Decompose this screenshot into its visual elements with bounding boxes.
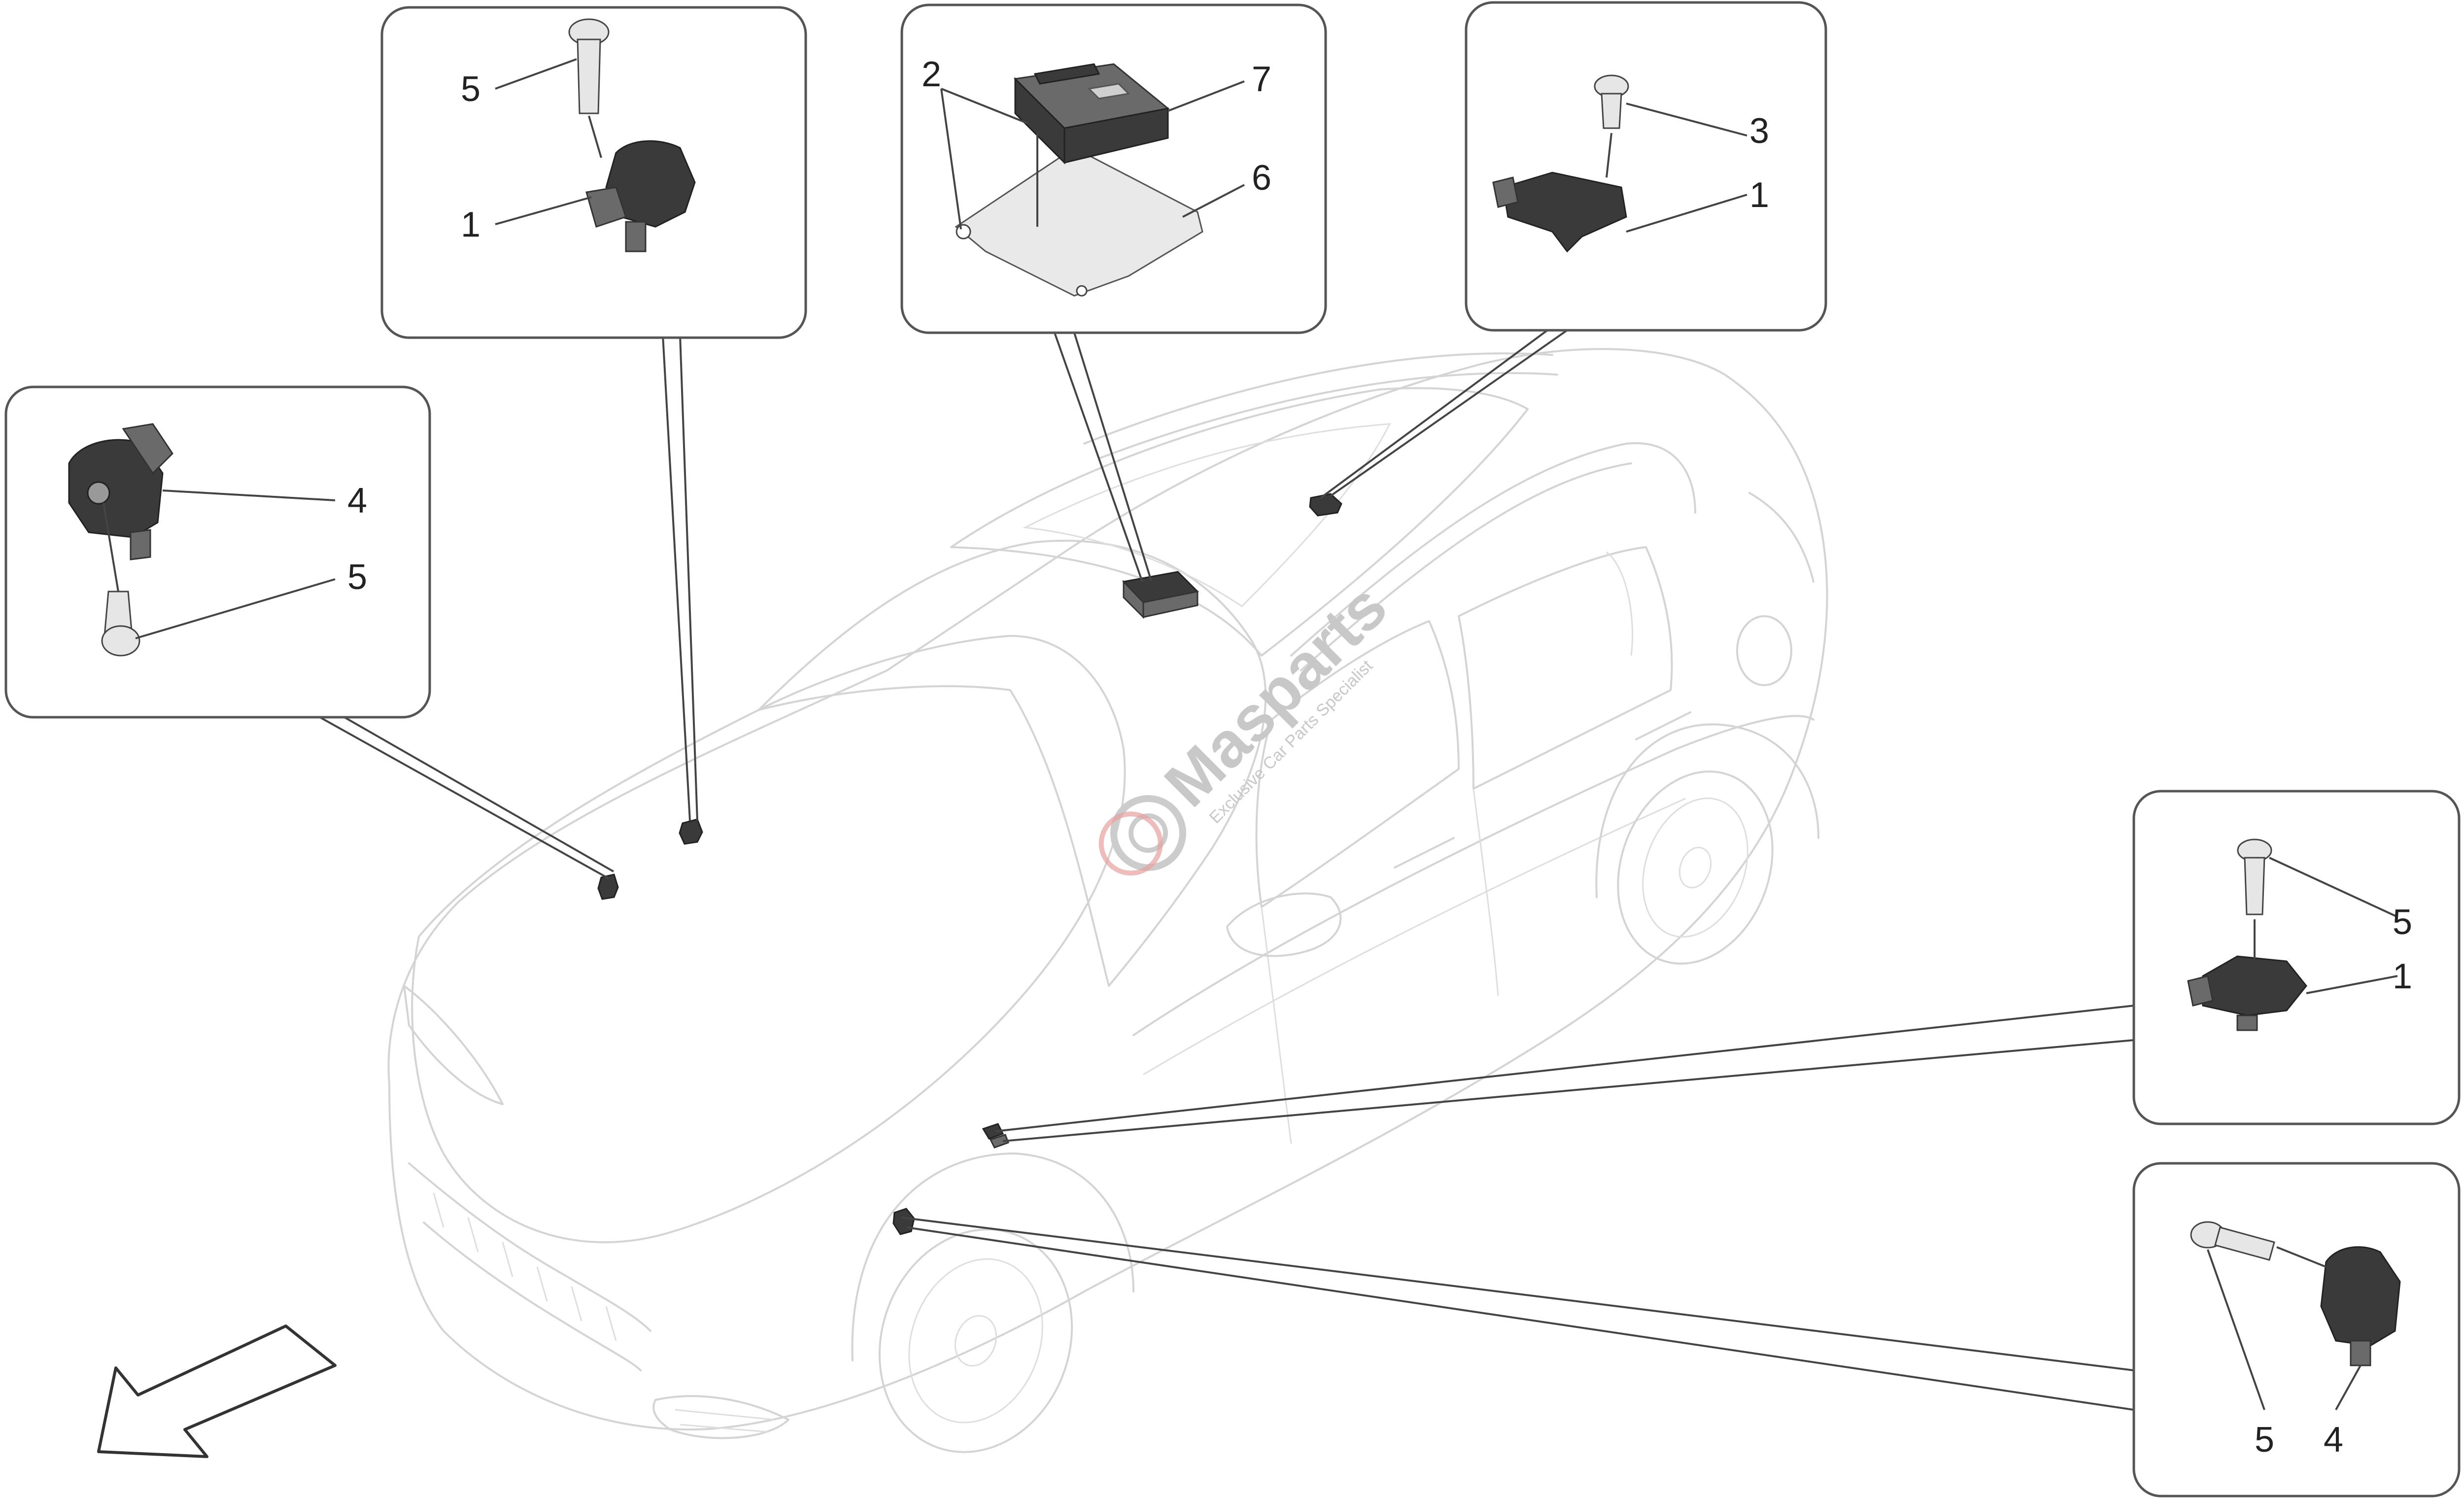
callout-label-5: 5	[2393, 903, 2412, 942]
callout-label-1: 1	[1749, 175, 1769, 215]
callout-box-front-left: 4 5	[4, 385, 431, 719]
callout-box-top-left: 5 1	[380, 6, 807, 339]
sensor-part-1	[585, 140, 696, 252]
callout-box-right-lower: 5 4	[2132, 1162, 2461, 1498]
callout-label-4: 4	[347, 481, 367, 521]
leader-lines	[315, 329, 2134, 1411]
bolt-part-3	[1594, 74, 1629, 129]
callout-label-6: 6	[1252, 158, 1271, 198]
callout-label-2: 2	[922, 55, 941, 94]
callout-label-3: 3	[1749, 111, 1769, 151]
sensor-part-4	[2320, 1246, 2401, 1366]
sensor-part-1	[1492, 172, 1627, 253]
part-marker-front-left	[597, 873, 619, 900]
bolt-part-5	[2190, 1221, 2275, 1261]
part-marker-side-lower	[892, 1208, 915, 1235]
callout-label-1: 1	[461, 205, 480, 244]
bolt-part-5	[568, 18, 610, 114]
sensor-part-1	[2187, 955, 2307, 1031]
callout-box-control-unit: 2 7 6	[900, 3, 1327, 334]
bracket-plate-part-6	[955, 147, 1203, 297]
bolt-part-5	[2237, 838, 2272, 915]
callout-label-5: 5	[2255, 1420, 2274, 1460]
part-marker-side-upper	[982, 1123, 1009, 1149]
part-marker-hood	[679, 818, 703, 845]
gear-logo-icon	[1098, 795, 1186, 876]
front-direction-arrow-icon	[97, 1325, 337, 1458]
callout-box-roof: 3 1	[1465, 1, 1827, 332]
callout-box-right-upper: 5 1	[2132, 790, 2461, 1125]
sensor-part-4	[68, 423, 173, 560]
part-marker-roof	[1309, 493, 1342, 517]
callout-label-7: 7	[1252, 60, 1271, 99]
callout-label-4: 4	[2324, 1420, 2343, 1460]
car-outline	[387, 348, 1828, 1453]
callout-label-5: 5	[461, 70, 480, 109]
callout-label-1: 1	[2393, 957, 2412, 996]
callout-label-5: 5	[347, 558, 367, 597]
watermark: Masparts Exclusive Car Parts Specialist	[1098, 570, 1401, 876]
bolt-part-5	[101, 591, 140, 657]
control-module-part-7	[1013, 63, 1170, 165]
part-marker-control-unit	[1122, 571, 1199, 619]
